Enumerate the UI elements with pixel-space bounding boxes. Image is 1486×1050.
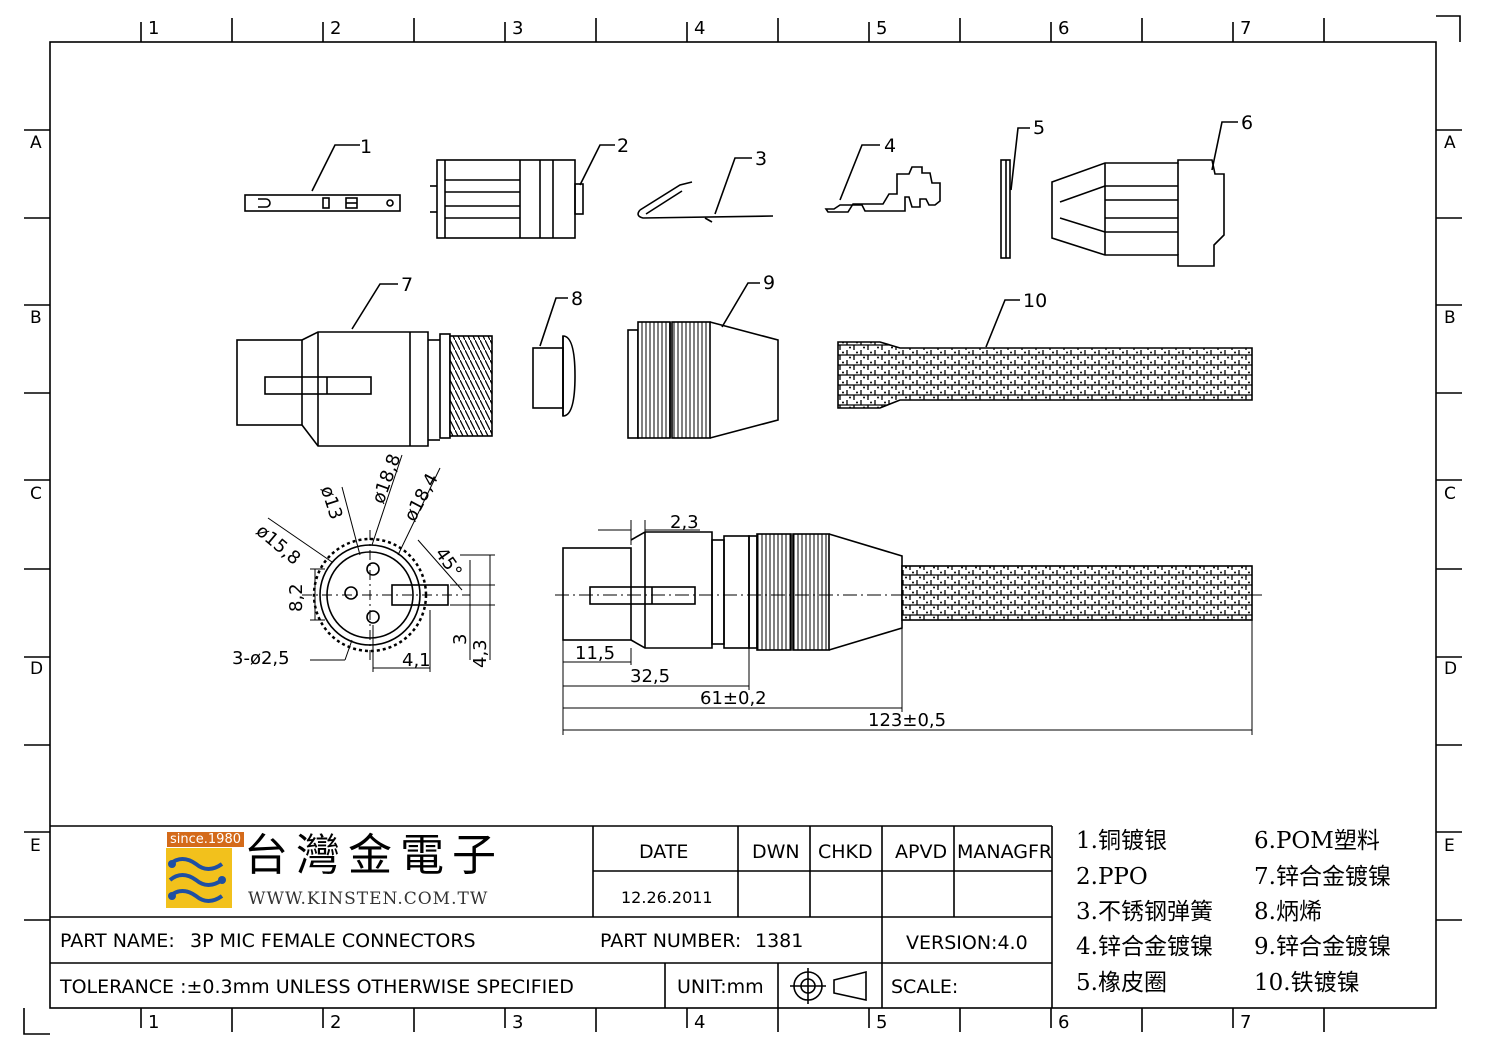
version: VERSION:4.0 [906,932,1028,954]
part-6-bushing [1051,121,1238,267]
company-website: WWW.KINSTEN.COM.TW [248,889,489,909]
header-managfr: MANAGFR [957,841,1053,863]
dim-4-3: 4,3 [470,639,491,668]
callout-9: 9 [763,272,776,294]
company-name-cn: 台灣金電子 [244,830,504,881]
dim-holes: 3-ø2,5 [232,648,290,669]
unit: UNIT:mm [677,976,764,998]
row-letter-right: C [1444,484,1456,504]
col-number-top: 6 [1058,18,1070,39]
col-number-bottom: 1 [148,1012,160,1033]
dim-11-5: 11,5 [575,643,616,664]
dim-3: 3 [450,633,471,645]
col-number-top: 1 [148,18,160,39]
row-letter-right: E [1444,836,1455,856]
row-letter-left: B [30,308,42,328]
part-3-spring [637,157,774,223]
right-tick-marks [1436,129,1462,921]
row-letter-left: C [30,484,42,504]
date-value: 12.26.2011 [621,888,713,907]
col-number-top: 5 [876,18,888,39]
part-name-label: PART NAME: [60,930,175,952]
material-item: 1.铜镀银 [1076,828,1167,854]
row-letter-right: B [1444,308,1456,328]
col-number-top: 7 [1240,18,1252,39]
callout-10: 10 [1023,290,1048,312]
col-number-top: 2 [330,18,342,39]
row-letter-right: D [1444,659,1458,679]
material-item: 8.炳烯 [1254,899,1322,925]
material-item: 5.橡皮圈 [1076,970,1167,996]
header-dwn: DWN [752,841,800,863]
col-number-bottom: 5 [876,1012,888,1033]
callout-4: 4 [884,135,897,157]
part-number-value: 1381 [755,930,804,952]
part-number-label: PART NUMBER: [600,930,742,952]
header-apvd: APVD [895,841,948,863]
row-letter-left: A [30,133,42,153]
scale: SCALE: [891,976,959,998]
col-number-top: 3 [512,18,524,39]
col-number-bottom: 6 [1058,1012,1070,1033]
company-logo-icon [166,848,232,908]
left-tick-marks [24,129,50,921]
col-number-bottom: 7 [1240,1012,1252,1033]
dim-61: 61±0,2 [700,688,767,709]
dim-4-1: 4,1 [402,650,431,671]
dim-2-3: 2,3 [670,512,699,533]
title-block-grid [50,825,1053,1008]
row-letter-left: E [30,836,41,856]
dim-123: 123±0,5 [868,710,947,731]
row-letter-right: A [1444,133,1456,153]
part-7-shell [236,283,493,447]
col-number-bottom: 3 [512,1012,524,1033]
callout-8: 8 [571,288,584,310]
callout-2: 2 [617,135,630,157]
col-number-bottom: 4 [694,1012,706,1033]
front-view [267,454,495,672]
material-item: 3.不锈钢弹簧 [1076,899,1213,925]
callout-6: 6 [1241,112,1254,134]
bottom-tick-marks [140,1008,1325,1032]
part-8-cap [532,297,576,417]
part-10-braid [837,299,1253,409]
material-item: 7.锌合金镀镍 [1254,864,1391,890]
material-item: 9.锌合金镀镍 [1254,934,1391,960]
logo-since: since.1980 [167,832,244,847]
callout-3: 3 [755,148,768,170]
material-item: 4.锌合金镀镍 [1076,934,1213,960]
assembled-view [555,520,1262,735]
material-item: 2.PPO [1076,864,1148,890]
projection-symbol-icon [790,968,867,1004]
top-tick-marks [140,18,1325,42]
row-letter-left: D [30,659,44,679]
part-5-rubber-ring [1000,127,1030,259]
header-chkd: CHKD [818,841,873,863]
col-number-top: 4 [694,18,706,39]
header-date: DATE [639,841,689,863]
corner-mark-bottom-left [23,1008,50,1035]
material-item: 10.铁镀镍 [1254,970,1360,996]
part-4-latch [824,144,941,213]
part-2-insulator [430,144,615,239]
material-item: 6.POM塑料 [1254,828,1380,854]
outer-frame [49,41,1437,1009]
part-name-value: 3P MIC FEMALE CONNECTORS [190,930,476,952]
part-9-nut [627,282,779,439]
part-1-contact [244,144,401,212]
callout-7: 7 [401,274,414,296]
callout-1: 1 [360,136,373,158]
col-number-bottom: 2 [330,1012,342,1033]
dim-32-5: 32,5 [630,666,671,687]
dim-8-2: 8,2 [286,583,307,612]
tolerance: TOLERANCE :±0.3mm UNLESS OTHERWISE SPECI… [60,976,574,998]
callout-5: 5 [1033,117,1046,139]
corner-mark-top-right [1436,15,1461,42]
